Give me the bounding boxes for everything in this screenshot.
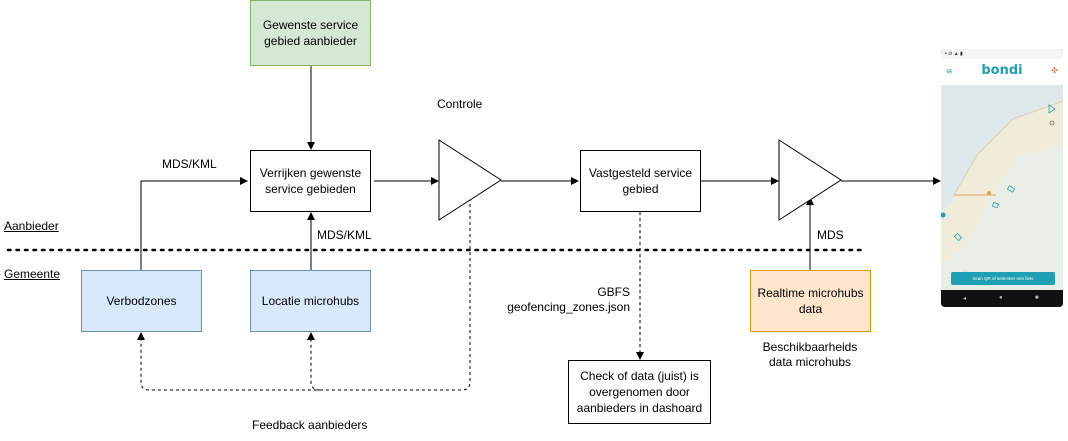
gbfs-label-line1: GBFS <box>597 285 630 299</box>
check-data-box: Check of data (juist) is overgenomen doo… <box>568 360 711 424</box>
phone-map[interactable] <box>941 85 1063 290</box>
vastgesteld-box: Vastgesteld service gebied <box>580 150 701 212</box>
scan-qr-button[interactable]: Scan QR of selecteer een fiets <box>951 272 1055 285</box>
app-brand: bondi <box>981 63 1023 78</box>
mds-kml-label-top: MDS/KML <box>162 157 217 171</box>
phone-app-bar: ≋ bondi ✣ <box>941 59 1063 85</box>
mds-kml-label-mid: MDS/KML <box>317 228 372 242</box>
realtime-microhubs-text: Realtime microhubs data <box>757 286 864 316</box>
feedback-loop <box>137 198 471 391</box>
back-icon[interactable]: ◂ <box>963 296 967 302</box>
aanbieder-label: Aanbieder <box>4 219 59 233</box>
publish-triangle <box>778 139 842 221</box>
check-data-text: Check of data (juist) is overgenomen doo… <box>576 369 703 415</box>
beschikbaarheids-label-line2: data microhubs <box>768 355 852 369</box>
verrijken-text: Verrijken gewenste service gebieden <box>259 166 362 196</box>
controle-triangle <box>438 139 502 221</box>
home-icon[interactable]: ● <box>999 295 1003 301</box>
phone-screenshot: • ⊘ ▲ ▮ ≋ bondi ✣ Scan QR of selecteer e… <box>941 49 1063 307</box>
mds-label: MDS <box>817 228 844 242</box>
verbodzones-text: Verbodzones <box>106 294 177 308</box>
verbodzones-box: Verbodzones <box>81 270 202 332</box>
recents-icon[interactable]: ■ <box>1035 295 1039 301</box>
feedback-branch <box>307 332 321 391</box>
gbfs-label-line2: geofencing_zones.json <box>507 300 630 314</box>
map-drawing <box>941 85 1063 290</box>
gbfs-label: GBFS geofencing_zones.json <box>500 285 630 315</box>
gewenste-service-gebied-text: Gewenste service gebied aanbieder <box>262 18 359 48</box>
phone-nav-bar: ◂ ● ■ <box>941 290 1063 307</box>
phone-status-bar: • ⊘ ▲ ▮ <box>941 49 1063 59</box>
controle-label: Controle <box>437 97 483 111</box>
verrijken-box: Verrijken gewenste service gebieden <box>250 150 371 212</box>
locatie-microhubs-text: Locatie microhubs <box>261 294 360 308</box>
beschikbaarheids-label-line1: Beschikbaarheids <box>762 340 858 354</box>
waves-icon[interactable]: ≋ <box>946 67 953 76</box>
vastgesteld-text: Vastgesteld service gebied <box>588 166 693 196</box>
beschikbaarheids-label: Beschikbaarheids data microhubs <box>755 340 865 370</box>
realtime-microhubs-box: Realtime microhubs data <box>750 270 871 332</box>
gewenste-service-gebied-box: Gewenste service gebied aanbieder <box>250 0 371 66</box>
gemeente-label: Gemeente <box>4 267 61 281</box>
locatie-microhubs-box: Locatie microhubs <box>250 270 371 332</box>
feedback-label: Feedback aanbieders <box>252 418 368 432</box>
menu-icon[interactable]: ✣ <box>1051 66 1058 75</box>
arrow-verbodzones-verrijken <box>140 177 248 270</box>
